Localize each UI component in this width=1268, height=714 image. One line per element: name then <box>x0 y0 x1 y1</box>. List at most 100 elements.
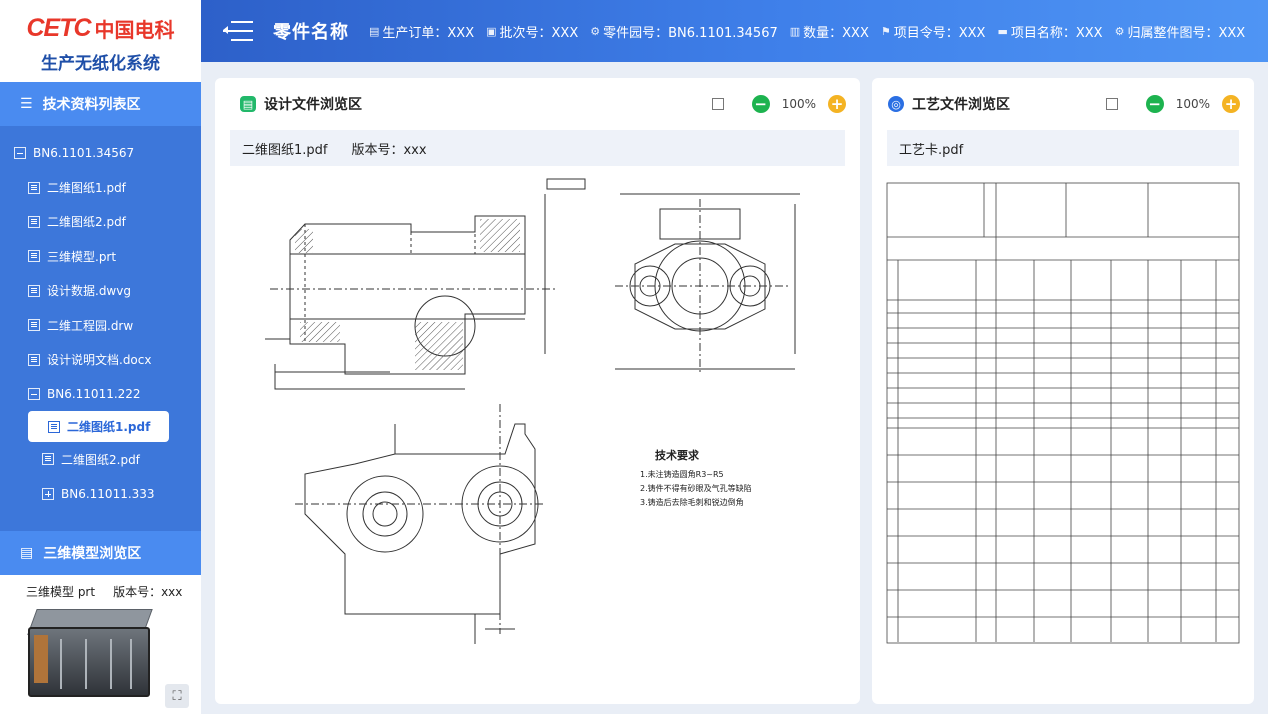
tree-node-label: BN6.1101.34567 <box>33 146 135 161</box>
part-title: 零件名称 <box>273 22 349 43</box>
tree-node[interactable]: 二维图纸2.pdf <box>0 205 201 239</box>
zoom-tools: − 100% + <box>711 95 846 113</box>
model-section: ▤ 三维模型浏览区 三维模型 prt 版本号：xxx ⛶ <box>0 531 201 714</box>
tree-node-label: 二维图纸2.pdf <box>61 452 140 467</box>
engineering-drawing: 技术要求 1.未注铸造圆角R3~R5 2.铸件不得有砂眼及气孔等缺陷 3.铸造后… <box>265 178 800 644</box>
file-icon[interactable] <box>28 319 40 332</box>
system-title: 生产无纸化系统 <box>41 54 160 74</box>
logo: CETC 中国电科 <box>0 14 201 43</box>
tree-node-label: BN6.11011.333 <box>61 486 155 501</box>
header-field: ⚙零件园号：BN6.1101.34567 <box>590 22 778 41</box>
tree-node[interactable]: 设计说明文档.docx <box>0 342 201 376</box>
model-name: 三维模型 prt <box>26 585 96 599</box>
file-icon[interactable] <box>28 181 40 194</box>
tree-node[interactable]: 二维图纸2.pdf <box>0 442 201 476</box>
zoom-tools: − 100% + <box>1105 95 1240 113</box>
bar-chart-icon: ▥ <box>789 24 801 38</box>
sidebar: CETC 中国电科 生产无纸化系统 ☰ 技术资料列表区 BN6.1101.345… <box>0 0 201 714</box>
tree-node[interactable]: 三维模型.prt <box>0 239 201 273</box>
header-field: ⚙归属整件图号：XXX <box>1115 22 1246 41</box>
fit-screen-icon[interactable] <box>1105 98 1118 110</box>
tree-node[interactable]: BN6.11011.333 <box>0 477 201 511</box>
header-field-label: 生产订单：XXX <box>382 25 475 41</box>
gear-icon: ⚙ <box>590 24 601 38</box>
gears-icon: ⚙ <box>1114 24 1125 38</box>
header-field-label: 零件园号：BN6.1101.34567 <box>603 25 778 41</box>
zoom-in-button[interactable]: + <box>1222 95 1240 113</box>
tree-node-label: 二维图纸1.pdf <box>47 181 126 196</box>
book-icon: ▤ <box>20 545 34 561</box>
header-field: ▣批次号：XXX <box>486 22 578 41</box>
design-panel-header: ▤ 设计文件浏览区 − 100% + <box>215 78 860 130</box>
zoom-in-button[interactable]: + <box>828 95 846 113</box>
header-field: ⚑项目令号：XXX <box>881 22 986 41</box>
header-field-label: 项目令号：XXX <box>893 25 986 41</box>
design-file-panel: ▤ 设计文件浏览区 − 100% + 二维图纸1.pdf 版本号：xxx <box>215 78 860 704</box>
logo-mark: CETC <box>26 14 91 42</box>
file-icon[interactable] <box>28 353 40 366</box>
header-field-label: 数量：XXX <box>803 25 869 41</box>
tech-line: 1.未注铸造圆角R3~R5 <box>640 469 724 479</box>
file-icon[interactable] <box>42 453 54 466</box>
list-icon: ☰ <box>20 96 33 112</box>
doc-tree: BN6.1101.34567 二维图纸1.pdf 二维图纸2.pdf 三维模型.prt… <box>0 126 201 511</box>
tree-node[interactable]: 二维图纸1.pdf <box>28 411 169 443</box>
model-preview-image[interactable] <box>27 609 153 699</box>
tree-node-label: 二维工程园.drw <box>47 318 134 333</box>
file-icon[interactable] <box>28 284 40 297</box>
collapse-icon[interactable] <box>14 147 26 160</box>
zoom-out-button[interactable]: − <box>1145 95 1164 113</box>
zoom-out-button[interactable]: − <box>751 95 770 113</box>
flag-icon: ⚑ <box>880 24 891 38</box>
document-icon: ▤ <box>240 96 256 112</box>
logo-text: 中国电科 <box>94 18 175 42</box>
logo-area: CETC 中国电科 生产无纸化系统 <box>0 0 201 82</box>
collapse-icon[interactable] <box>28 387 40 400</box>
tree-node-label: 二维图纸1.pdf <box>67 420 151 435</box>
design-file-bar: 二维图纸1.pdf 版本号：xxx <box>230 130 845 166</box>
model-section-title: 三维模型浏览区 <box>43 546 142 562</box>
tech-line: 2.铸件不得有砂眼及气孔等缺陷 <box>640 483 752 493</box>
file-version: 版本号：xxx <box>351 142 427 158</box>
tree-node[interactable]: BN6.1101.34567 <box>0 136 201 170</box>
process-panel-header: ◎ 工艺文件浏览区 − 100% + <box>872 78 1254 130</box>
tree-node[interactable]: 二维工程园.drw <box>0 308 201 342</box>
header-field-label: 批次号：XXX <box>499 25 579 41</box>
tech-docs-section-header: ☰ 技术资料列表区 <box>0 82 201 126</box>
tree-node-label: 三维模型.prt <box>47 249 117 264</box>
design-panel-title: 设计文件浏览区 <box>264 97 362 113</box>
model-section-header: ▤ 三维模型浏览区 <box>0 531 201 575</box>
file-name: 工艺卡.pdf <box>899 142 964 158</box>
tree-node[interactable]: BN6.11011.222 <box>0 377 201 411</box>
clipboard-icon: ▤ <box>369 24 380 38</box>
menu-icon[interactable] <box>223 20 253 42</box>
file-icon[interactable] <box>28 250 40 263</box>
expand-icon[interactable] <box>42 487 54 500</box>
file-name: 二维图纸1.pdf <box>242 142 328 158</box>
header-field-label: 归属整件图号：XXX <box>1127 25 1246 41</box>
header-fields: ▤生产订单：XXX▣批次号：XXX⚙零件园号：BN6.1101.34567▥数量… <box>369 22 1257 41</box>
tree-node-label: 设计说明文档.docx <box>47 353 152 368</box>
tree-node-label: BN6.11011.222 <box>47 386 141 401</box>
tree-node-label: 二维图纸2.pdf <box>47 215 126 230</box>
process-file-bar: 工艺卡.pdf <box>887 130 1239 166</box>
tree-node[interactable]: 二维图纸1.pdf <box>0 170 201 204</box>
folder-icon: ▬ <box>997 24 1008 38</box>
zoom-level: 100% <box>1175 97 1210 111</box>
database-icon: ▣ <box>486 24 497 38</box>
header-field: ▤生产订单：XXX <box>369 22 474 41</box>
model-version: 版本号：xxx <box>113 585 183 599</box>
header-field: ▥数量：XXX <box>790 22 869 41</box>
expand-icon[interactable]: ⛶ <box>165 684 189 708</box>
header-field-label: 项目名称：XXX <box>1010 25 1103 41</box>
tree-node[interactable]: 设计数据.dwvg <box>0 274 201 308</box>
fit-screen-icon[interactable] <box>711 98 724 110</box>
tech-requirements-title: 技术要求 <box>655 448 700 462</box>
file-icon[interactable] <box>48 420 60 433</box>
file-icon[interactable] <box>28 215 40 228</box>
process-card-table <box>886 182 1240 644</box>
tree-node-label: 设计数据.dwvg <box>47 284 131 299</box>
section-title: 技术资料列表区 <box>42 97 141 113</box>
process-icon: ◎ <box>888 96 904 112</box>
header-field: ▬项目名称：XXX <box>997 22 1102 41</box>
